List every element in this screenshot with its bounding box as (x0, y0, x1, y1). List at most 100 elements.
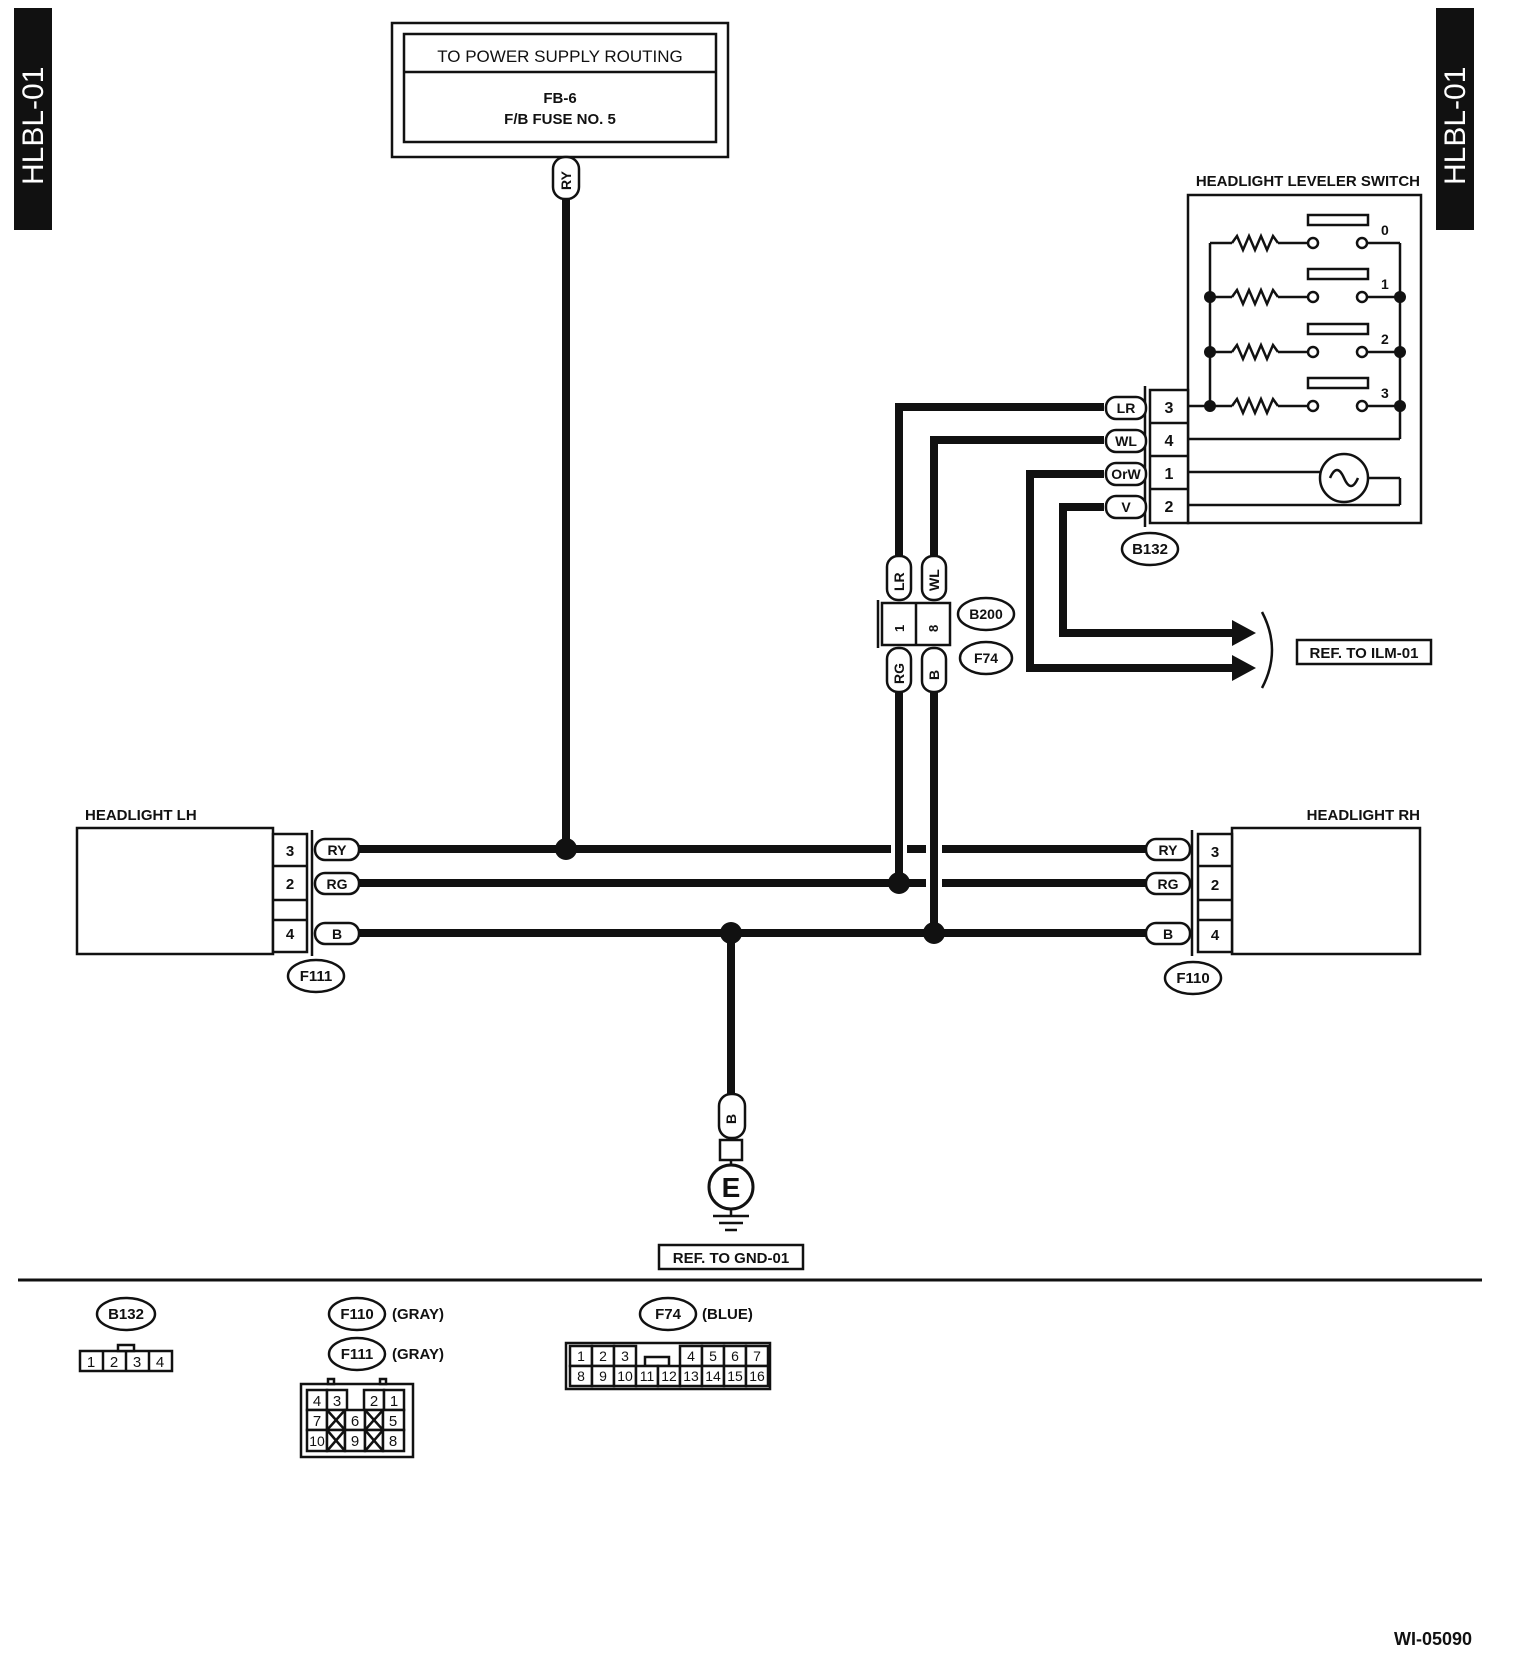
ref-ilm-text: REF. TO ILM-01 (1310, 645, 1419, 662)
rh-pin-3: 3 (1211, 844, 1219, 861)
joint-connector: LR WL 1 8 RG B B200 F74 (876, 554, 1016, 694)
legend-f111-pin-10: 10 (309, 1433, 325, 1449)
legend-f111-pin-2: 2 (370, 1393, 378, 1410)
joint-lower-label: F74 (974, 650, 998, 666)
wire-wl (930, 436, 1104, 562)
legend-f74-pin-6: 6 (731, 1348, 739, 1364)
legend-f74-pin-7: 7 (753, 1348, 761, 1364)
legend-f74-pin-14: 14 (705, 1368, 721, 1384)
legend-f74-pin-8: 8 (577, 1368, 585, 1384)
legend-f74-pin-5: 5 (709, 1348, 717, 1364)
joint-pin-1: 1 (892, 625, 907, 632)
legend-b132-pin-1: 1 (87, 1354, 95, 1371)
ground-ref-text: REF. TO GND-01 (673, 1250, 789, 1267)
rh-pin-4: 4 (1211, 927, 1220, 944)
joint-upper-label: B200 (969, 606, 1003, 622)
legend-f111-pin-3: 3 (333, 1393, 341, 1410)
power-supply-box: TO POWER SUPPLY ROUTING FB-6 F/B FUSE NO… (390, 21, 730, 159)
joint-pin-8: 8 (926, 625, 941, 632)
legend-b132-pin-3: 3 (133, 1354, 141, 1371)
legend-b132-pin-2: 2 (110, 1354, 118, 1371)
switch-row-0: 0 (1210, 213, 1400, 254)
joint-wire-b: B (926, 670, 942, 680)
rh-connector-label: F110 (1176, 970, 1209, 987)
main-wires (357, 838, 1148, 944)
ground-symbol: E (722, 1172, 741, 1203)
lh-wire-b: B (332, 926, 342, 942)
power-box-line1: FB-6 (543, 90, 576, 107)
arrow-v-icon (1232, 620, 1256, 646)
legend-f74-pin-3: 3 (621, 1348, 629, 1364)
legend-f74-pin-16: 16 (749, 1368, 765, 1384)
ground: B E REF. TO GND-01 (657, 933, 805, 1271)
switch-title: HEADLIGHT LEVELER SWITCH (1196, 173, 1420, 190)
joint-wire-rg: RG (891, 663, 907, 684)
rh-pin-2: 2 (1211, 877, 1219, 894)
left-tab: HLBL-01 (14, 8, 52, 230)
lh-pin-3: 3 (286, 843, 294, 860)
legend-f111-pin-9: 9 (351, 1433, 359, 1450)
switch-wire-v-label: V (1121, 499, 1131, 515)
legend-f74-pin-12: 12 (661, 1368, 677, 1384)
legend-f74-pin-2: 2 (599, 1348, 607, 1364)
legend-f110-color: (GRAY) (392, 1306, 444, 1323)
switch-row-2: 2 (1204, 322, 1406, 363)
legend-f111-pin-1: 1 (390, 1393, 398, 1410)
switch-pin-3: 3 (1165, 400, 1174, 417)
ref-bracket (1260, 611, 1274, 689)
wire-orw (1026, 470, 1232, 672)
headlight-lh: HEADLIGHT LH 3 2 4 RY RG B F111 (75, 807, 361, 994)
legend-b132-pin-4: 4 (156, 1354, 164, 1371)
right-tab-label: HLBL-01 (1439, 67, 1472, 185)
lh-pin-4: 4 (286, 926, 295, 943)
legend-f110-label: F110 (340, 1306, 373, 1323)
rh-wire-rg: RG (1158, 876, 1179, 892)
legend-f74-pin-4: 4 (687, 1348, 695, 1364)
switch-wire-labels: LR WL OrW V (1104, 395, 1148, 520)
power-wire-label-text: RY (558, 170, 574, 190)
legend-f111-pin-6: 6 (351, 1413, 359, 1430)
joint-wire-lr: LR (891, 572, 907, 591)
switch-pos-0: 0 (1381, 222, 1389, 238)
switch-wire-wl-label: WL (1115, 433, 1137, 449)
legend-f74-pin-13: 13 (683, 1368, 699, 1384)
switch-pos-3: 3 (1381, 385, 1389, 401)
legend-f111-pin-8: 8 (389, 1433, 397, 1450)
legend-f74-pin-11: 11 (640, 1368, 655, 1384)
rh-wire-b: B (1163, 926, 1173, 942)
headlight-lh-title: HEADLIGHT LH (85, 807, 197, 824)
left-tab-label: HLBL-01 (17, 67, 50, 185)
switch-pin-4: 4 (1165, 433, 1174, 450)
wire-v (1059, 503, 1232, 637)
right-tab: HLBL-01 (1436, 8, 1474, 230)
legend-f111-color: (GRAY) (392, 1346, 444, 1363)
legend-f111-pin-4: 4 (313, 1393, 321, 1410)
legend-f74-pin-9: 9 (599, 1368, 607, 1384)
switch-wire-orw-label: OrW (1111, 466, 1141, 482)
legend-f74-label: F74 (655, 1306, 682, 1323)
headlight-rh: HEADLIGHT RH 3 2 4 RY RG B F110 (1144, 807, 1422, 996)
legend-f74-pin-15: 15 (727, 1368, 743, 1384)
leveler-switch: HEADLIGHT LEVELER SWITCH 0 1 (1186, 173, 1423, 525)
switch-row-1: 1 (1204, 267, 1406, 308)
legend-f111-pin-5: 5 (389, 1413, 397, 1430)
ref-ilm: REF. TO ILM-01 (1295, 638, 1433, 666)
lh-wire-rg: RG (327, 876, 348, 892)
switch-row-3: 3 (1204, 376, 1406, 417)
joint-wire-wl: WL (926, 569, 942, 591)
lh-pin-2: 2 (286, 876, 294, 893)
arrow-orw-icon (1232, 655, 1256, 681)
lh-connector-label: F111 (300, 968, 333, 985)
legend-b132-label: B132 (108, 1306, 144, 1323)
power-wire-label: RY (551, 155, 581, 201)
rh-wire-ry: RY (1159, 842, 1179, 858)
ground-wire-label: B (723, 1114, 739, 1124)
switch-pin-2: 2 (1165, 499, 1174, 516)
legend-f110-f111: F110 (GRAY) F111 (GRAY) 4 3 2 1 7 6 5 (299, 1296, 444, 1459)
switch-pos-2: 2 (1381, 331, 1389, 347)
legend-f74-color: (BLUE) (702, 1306, 753, 1323)
wire-lr (895, 403, 1104, 562)
legend-f74-pin-1: 1 (577, 1348, 585, 1364)
